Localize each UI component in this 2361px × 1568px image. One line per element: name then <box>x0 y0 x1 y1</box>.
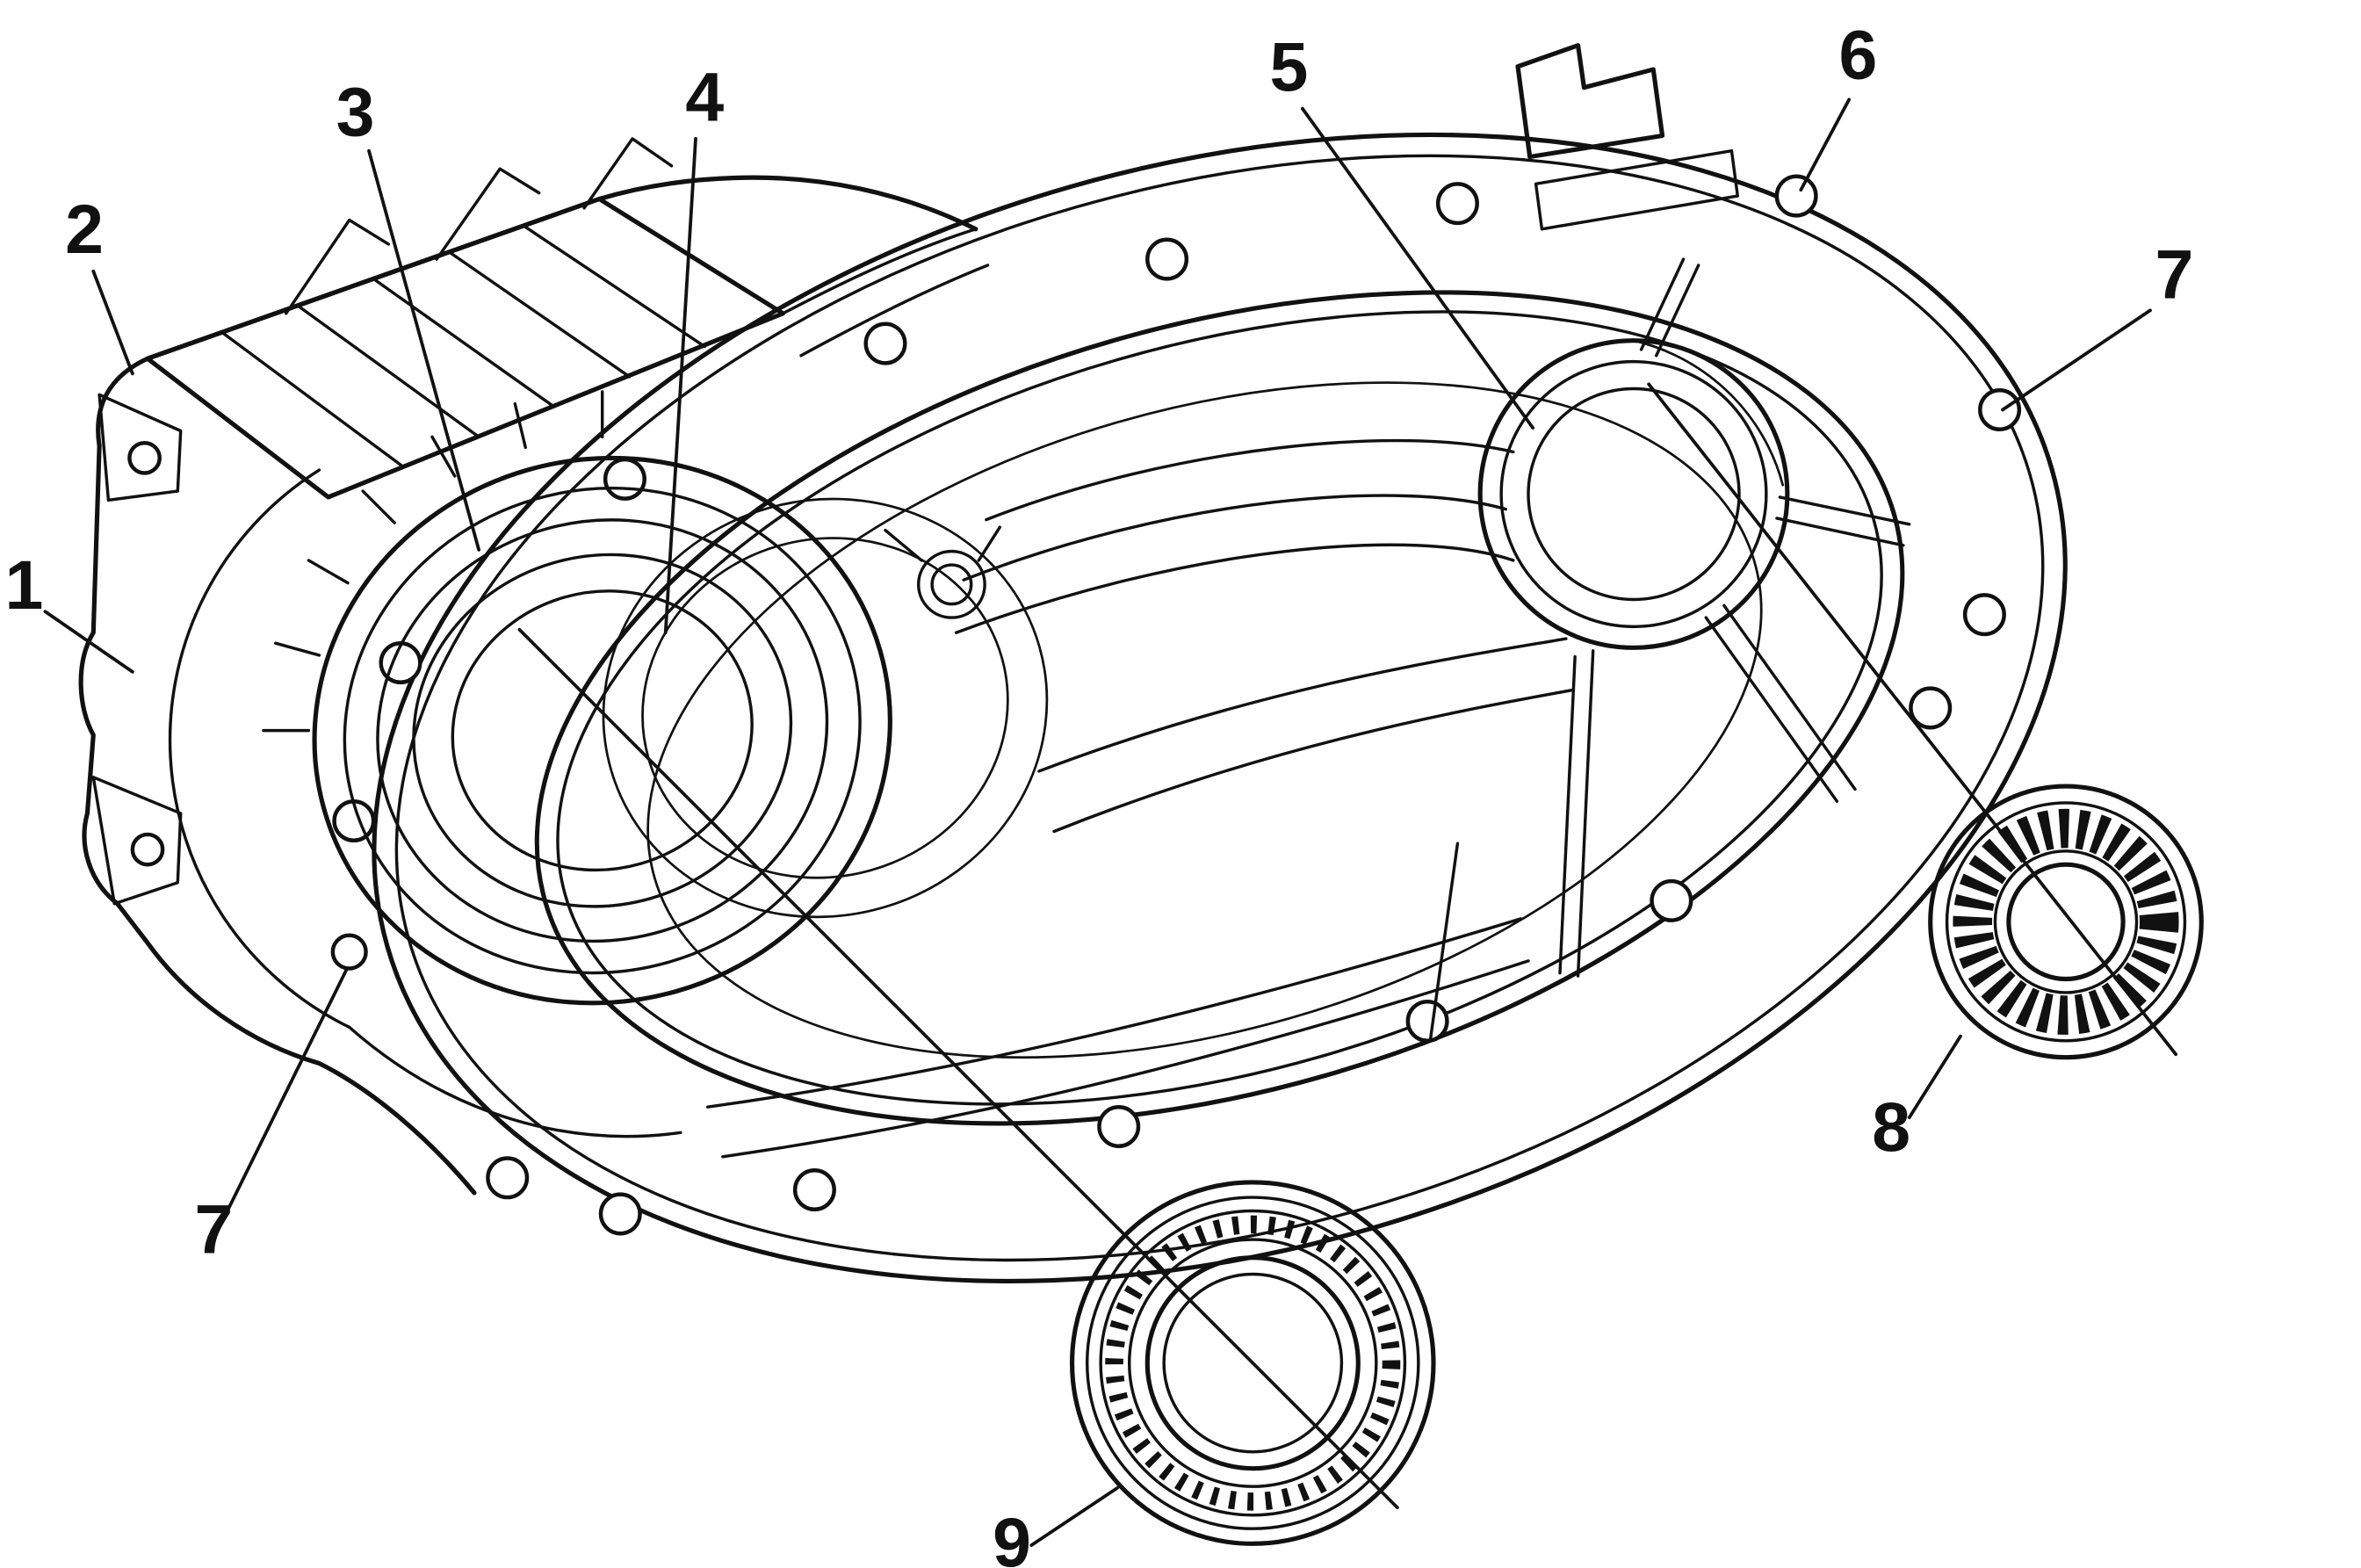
bolt-hole <box>1405 999 1449 1044</box>
callout-numbers: 1 2 3 4 5 6 7 7 8 9 <box>4 16 2193 1568</box>
bolt-hole <box>486 1156 530 1200</box>
bolt-hole <box>1097 1104 1141 1149</box>
bore-fins <box>262 390 604 733</box>
lug-hole <box>127 440 162 475</box>
callout-3: 3 <box>336 74 375 151</box>
bearing-rear-output <box>1928 784 2204 1060</box>
leader-6 <box>1799 98 1852 192</box>
flange-bolt-holes <box>330 174 2022 1236</box>
bolt-hole <box>1978 387 2022 432</box>
line-bore-to-bearing-9 <box>517 627 1399 1510</box>
callout-5: 5 <box>1269 28 1308 105</box>
leader-9 <box>1029 1486 1119 1547</box>
callout-2: 2 <box>65 191 104 268</box>
callout-6: 6 <box>1838 16 1877 93</box>
dowel-hole <box>330 933 368 971</box>
association-lines <box>517 382 2178 1510</box>
line-bore-to-bearing-8 <box>1647 382 2178 1057</box>
housing-left-silhouette <box>78 175 990 1196</box>
lug-hole <box>130 832 165 867</box>
bolt-hole <box>1909 686 1953 730</box>
leader-2 <box>91 269 134 376</box>
gasket-flange <box>330 43 2068 1283</box>
leader-7-right <box>2001 308 2152 412</box>
callout-leaders <box>43 98 2152 1547</box>
front-input-bore <box>262 390 1049 1006</box>
rear-output-bore <box>1477 338 1790 650</box>
callout-4: 4 <box>685 58 724 135</box>
ribbed-mounting-pad <box>145 137 785 500</box>
bearing-front-input <box>1070 1180 1436 1546</box>
roller-cage <box>1105 1215 1401 1511</box>
bolt-hole <box>1435 182 1479 226</box>
callout-7-right: 7 <box>2155 236 2193 314</box>
housing-interior <box>646 257 1911 1159</box>
bolt-hole <box>1774 174 1818 218</box>
callout-7-bottom: 7 <box>194 1191 233 1268</box>
callout-8: 8 <box>1872 1088 1910 1166</box>
bolt-hole <box>1145 237 1189 281</box>
leader-3 <box>367 148 481 552</box>
callout-9: 9 <box>993 1504 1031 1568</box>
bolt-hole <box>1650 878 1693 922</box>
bolt-hole <box>792 1167 836 1212</box>
leader-5 <box>1300 106 1535 430</box>
roller-cage <box>1953 808 2179 1035</box>
top-bracket <box>1515 43 1739 231</box>
bolt-hole <box>863 322 907 365</box>
leader-4 <box>663 137 697 635</box>
leader-8 <box>1907 1034 1962 1120</box>
leader-1 <box>43 610 134 674</box>
bolt-hole <box>598 1192 642 1236</box>
bolt-hole <box>603 457 646 501</box>
leader-7-bottom <box>227 968 349 1210</box>
callout-1: 1 <box>4 546 43 624</box>
bolt-hole <box>1962 593 2006 637</box>
